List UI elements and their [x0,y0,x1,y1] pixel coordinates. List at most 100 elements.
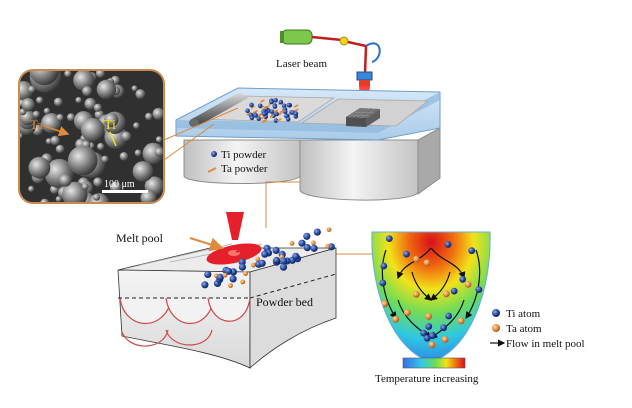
sem-micrograph: Ta Ti 100 μm [18,69,165,204]
ta-atom [442,290,450,298]
ti-atom [380,262,388,270]
sem-particle [62,181,88,203]
sem-particle [132,161,154,182]
ta-powder-particle [265,104,270,109]
sem-particle [96,79,117,100]
sem-particle [19,81,34,101]
ta-bed-particle [243,271,248,276]
sem-particle [84,97,97,110]
ti-bed-particle [310,244,318,252]
sem-particle [40,198,50,203]
powder-bed-label: Powder bed [256,295,313,309]
sem-particle [135,89,146,100]
sem-particle [41,113,62,134]
temperature-colorbar [402,357,466,369]
sem-particle [93,193,100,201]
sem-particle [95,70,106,78]
sem-particle [28,185,35,192]
sem-particle [75,96,82,104]
ti-bed-particle [313,228,321,236]
ti-atom [403,250,410,258]
ti-powder-particle [269,109,275,114]
ti-atom [475,286,483,293]
ti-atom [428,332,436,340]
sem-particle [97,142,105,151]
ti-powder-particle [273,118,279,123]
ti-bed-particle [238,258,246,266]
ta-powder-particle [276,118,282,122]
ta-atom [381,300,389,308]
melt-pool-cross-section [371,231,491,363]
ti-atom [470,326,477,334]
ti-bed-particle [280,257,288,265]
sem-particle [21,98,35,112]
ti-powder-particle [272,104,278,109]
sem-ta-label: Ta [30,117,43,132]
ta-bed-particle [228,283,233,288]
sem-particle [36,96,44,104]
flow-arrow [411,271,432,301]
sem-particle [32,110,40,118]
sem-particle [50,135,60,146]
scale-bar [102,190,148,193]
ta-powder-particle [261,119,267,124]
ta-atom [392,315,400,323]
ti-atom [445,312,452,320]
ta-bed-particle [311,240,316,246]
melt-pool-pointer [189,237,224,252]
ti-powder-marker [211,151,217,157]
ti-bed-particle [303,232,311,240]
sem-particle [101,155,109,163]
ti-powder-particle [281,103,287,109]
sem-particle [93,103,102,112]
sem-ti-label: Ti [104,118,116,133]
sem-particle [59,174,72,187]
zoom-leader-lines [265,181,372,255]
scale-bar-label: 100 μm [104,179,135,190]
ti-bed-particle [298,239,306,247]
sem-particle [55,196,62,203]
sem-particle [134,149,142,157]
ti-bed-particle [303,244,311,252]
ta-bed-particle [326,227,332,233]
sem-particle [133,122,140,129]
flow-arrow [465,249,481,319]
ti-bed-particle [258,259,266,267]
sem-particle [121,131,132,142]
ta-atom [423,259,431,267]
sem-particle [155,136,163,143]
laser-spot-beam [226,212,244,240]
ti-bed-particle [229,275,237,283]
sem-particle [81,183,89,191]
ti-powder-particle [293,111,299,116]
sem-particle [28,85,36,94]
sem-particle [154,147,164,157]
ta-atom [412,255,420,263]
ti-powder-particle [274,111,279,117]
ti-atom [459,275,467,283]
ti-atom [468,247,476,255]
ta-atom [464,281,472,288]
ta-powder-particle [260,99,265,103]
ti-bed-particle [204,270,212,278]
ta-bed-particle [240,279,246,285]
sem-particle [119,152,129,161]
ta-atom-marker [492,324,500,332]
sem-particle [82,86,93,97]
printed-part [346,107,380,127]
sem-particle [64,70,72,78]
ta-powder-particle [262,118,268,123]
ti-powder-particle [269,99,274,105]
ta-powder-particle [293,108,299,112]
ta-atom [457,317,465,325]
ti-bed-particle [292,252,300,260]
sem-particle [56,113,64,122]
sem-particle [55,144,65,154]
ti-atom [444,241,452,248]
sem-particle [93,177,103,187]
ti-atom [385,235,393,243]
ta-atom [428,341,436,349]
powder-pile [245,98,299,124]
flow-arrow [396,247,432,280]
ta-powder-particle [253,109,259,114]
